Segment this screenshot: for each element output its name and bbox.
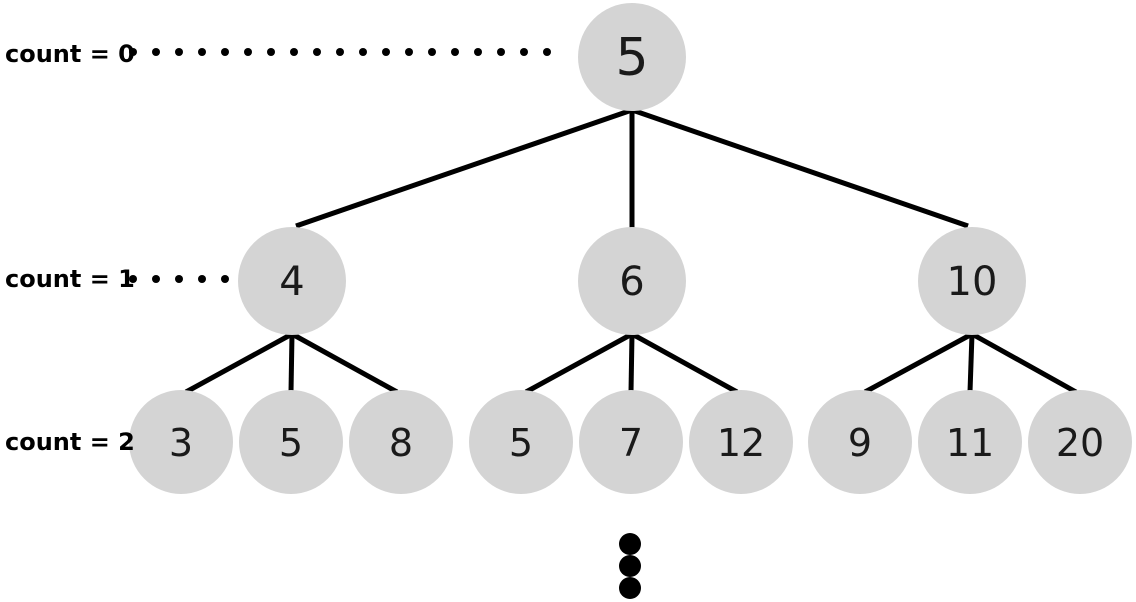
guide-dot <box>382 48 390 56</box>
tree-node[interactable]: 20 <box>1028 390 1132 494</box>
node-circle[interactable] <box>808 390 912 494</box>
guide-dot <box>290 48 298 56</box>
tree-node[interactable]: 8 <box>349 390 453 494</box>
ellipsis-dot <box>619 555 641 577</box>
node-circle[interactable] <box>129 390 233 494</box>
vertical-ellipsis-group <box>619 533 641 599</box>
node-value-label: 7 <box>619 421 643 465</box>
level-label-1: count = 1 <box>5 265 135 293</box>
tree-node[interactable]: 5 <box>239 390 343 494</box>
guide-dot <box>129 275 137 283</box>
guide-dot <box>336 48 344 56</box>
guide-dot <box>221 48 229 56</box>
node-circle[interactable] <box>578 3 686 111</box>
tree-edge <box>970 331 1078 395</box>
node-circle[interactable] <box>918 227 1026 335</box>
tree-node[interactable]: 5 <box>469 390 573 494</box>
guide-dot <box>267 48 275 56</box>
tree-edge <box>631 107 969 229</box>
tree-node[interactable]: 3 <box>129 390 233 494</box>
guide-dot <box>152 275 160 283</box>
guide-dot <box>198 48 206 56</box>
tree-node[interactable]: 9 <box>808 390 912 494</box>
node-value-label: 11 <box>946 421 994 465</box>
tree-node[interactable]: 11 <box>918 390 1022 494</box>
node-value-label: 8 <box>389 421 413 465</box>
node-value-label: 9 <box>848 421 872 465</box>
node-circle[interactable] <box>1028 390 1132 494</box>
level-label-0: count = 0 <box>5 40 135 68</box>
ellipsis-dot <box>619 533 641 555</box>
tree-edge <box>630 331 739 395</box>
node-circle[interactable] <box>469 390 573 494</box>
node-circle[interactable] <box>239 390 343 494</box>
node-value-label: 6 <box>619 259 644 305</box>
tree-nodes-group: 5 4 6 10 3 5 8 5 7 12 9 11 20 <box>129 3 1132 494</box>
node-value-label: 12 <box>717 421 765 465</box>
tree-edge <box>288 333 295 393</box>
level-label-2: count = 2 <box>5 428 135 456</box>
node-circle[interactable] <box>579 390 683 494</box>
tree-edge <box>967 333 975 393</box>
node-circle[interactable] <box>689 390 793 494</box>
ellipsis-dot <box>619 577 641 599</box>
tree-edge <box>295 107 633 229</box>
tree-edge <box>628 333 635 393</box>
tree-node[interactable]: 5 <box>578 3 686 111</box>
guide-dot <box>244 48 252 56</box>
node-value-label: 10 <box>947 259 998 305</box>
tree-node[interactable]: 7 <box>579 390 683 494</box>
guide-dot <box>198 275 206 283</box>
node-circle[interactable] <box>918 390 1022 494</box>
tree-edge <box>863 331 974 395</box>
tree-edge <box>290 331 399 395</box>
node-value-label: 5 <box>279 421 303 465</box>
guide-dot <box>313 48 321 56</box>
guide-dot <box>543 48 551 56</box>
node-circle[interactable] <box>349 390 453 494</box>
node-value-label: 20 <box>1056 421 1104 465</box>
guide-dot <box>152 48 160 56</box>
guide-dot <box>520 48 528 56</box>
node-value-label: 4 <box>279 259 304 305</box>
tree-node[interactable]: 12 <box>689 390 793 494</box>
guide-dot <box>428 48 436 56</box>
tree-edges-group <box>184 107 1078 395</box>
tree-edge <box>524 331 634 395</box>
guide-dot <box>221 275 229 283</box>
level-labels-group: count = 0 count = 1 count = 2 <box>5 40 135 456</box>
tree-node[interactable]: 10 <box>918 227 1026 335</box>
guide-dot <box>175 48 183 56</box>
node-value-label: 5 <box>615 28 648 88</box>
node-circle[interactable] <box>238 227 346 335</box>
guide-dot <box>175 275 183 283</box>
tree-edge <box>184 331 294 395</box>
guide-dot <box>497 48 505 56</box>
node-circle[interactable] <box>578 227 686 335</box>
tree-node[interactable]: 6 <box>578 227 686 335</box>
guide-dot <box>474 48 482 56</box>
guide-dot <box>359 48 367 56</box>
node-value-label: 5 <box>509 421 533 465</box>
tree-node[interactable]: 4 <box>238 227 346 335</box>
guide-dot <box>405 48 413 56</box>
level-guide-dots-group <box>129 48 551 283</box>
guide-dot <box>129 48 137 56</box>
node-value-label: 3 <box>169 421 193 465</box>
guide-dot <box>451 48 459 56</box>
